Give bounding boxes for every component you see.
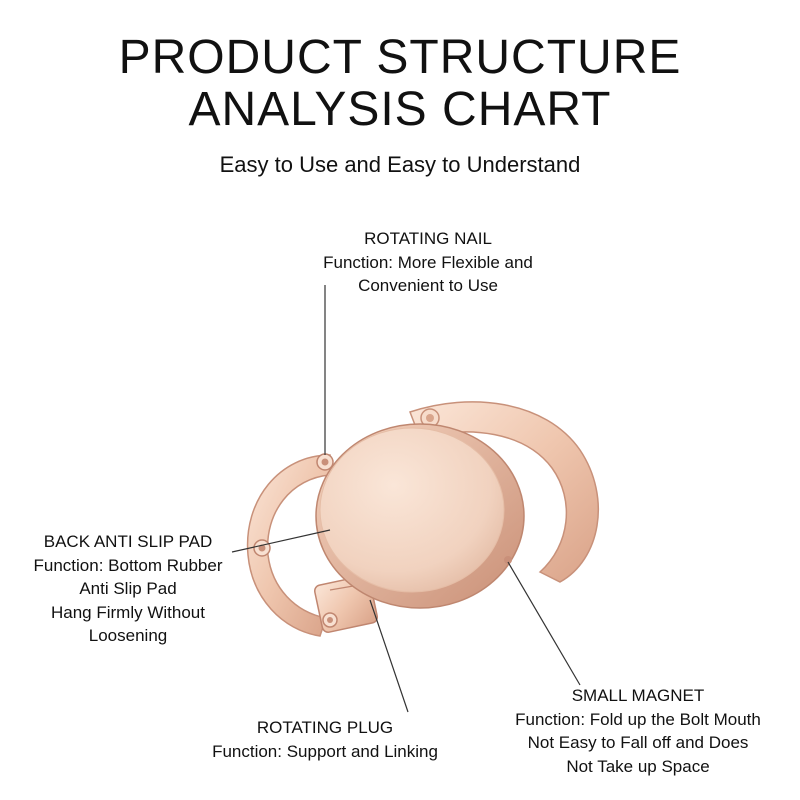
anti-slip-pad (319, 427, 505, 593)
label-name: BACK ANTI SLIP PAD (43, 532, 213, 551)
label-small-magnet: SMALL MAGNET Function: Fold up the Bolt … (478, 684, 798, 778)
page-title: PRODUCT STRUCTURE ANALYSIS CHART (0, 32, 800, 136)
label-line: Not Easy to Fall off and Does (527, 733, 749, 752)
label-line: Function: Fold up the Bolt Mouth (515, 709, 761, 729)
label-rotating-plug: ROTATING PLUG Function: Support and Link… (175, 716, 475, 763)
small-magnet-icon (504, 556, 512, 564)
label-line: Anti Slip Pad (79, 579, 177, 598)
outer-ring-hinge-hole (426, 414, 434, 422)
label-line: Function: Bottom Rubber (33, 555, 223, 575)
label-back-anti-slip-pad: BACK ANTI SLIP PAD Function: Bottom Rubb… (0, 530, 256, 648)
label-line: Loosening (88, 626, 168, 645)
label-line: Hang Firmly Without (51, 602, 205, 622)
label-rotating-nail: ROTATING NAIL Function: More Flexible an… (278, 227, 578, 298)
label-line: Function: More Flexible and (323, 252, 533, 272)
folding-arm (246, 454, 331, 637)
outer-ring (409, 401, 600, 583)
rotating-plug-hole (327, 617, 333, 623)
leader-line-rotating-plug (369, 599, 409, 713)
leader-line-anti-slip-pad (231, 529, 331, 553)
rotating-nail-hole (321, 458, 329, 466)
label-name: SMALL MAGNET (571, 686, 705, 705)
label-line: Function: Support and Linking (212, 741, 438, 761)
label-name: ROTATING PLUG (256, 718, 394, 737)
label-name: ROTATING NAIL (364, 229, 492, 248)
title-line-2: ANALYSIS CHART (188, 83, 612, 136)
page-subtitle: Easy to Use and Easy to Understand (219, 152, 581, 177)
title-line-1: PRODUCT STRUCTURE (118, 31, 682, 84)
label-line: Convenient to Use (358, 276, 498, 295)
label-line: Not Take up Space (566, 756, 710, 776)
leader-line-small-magnet (507, 561, 581, 686)
